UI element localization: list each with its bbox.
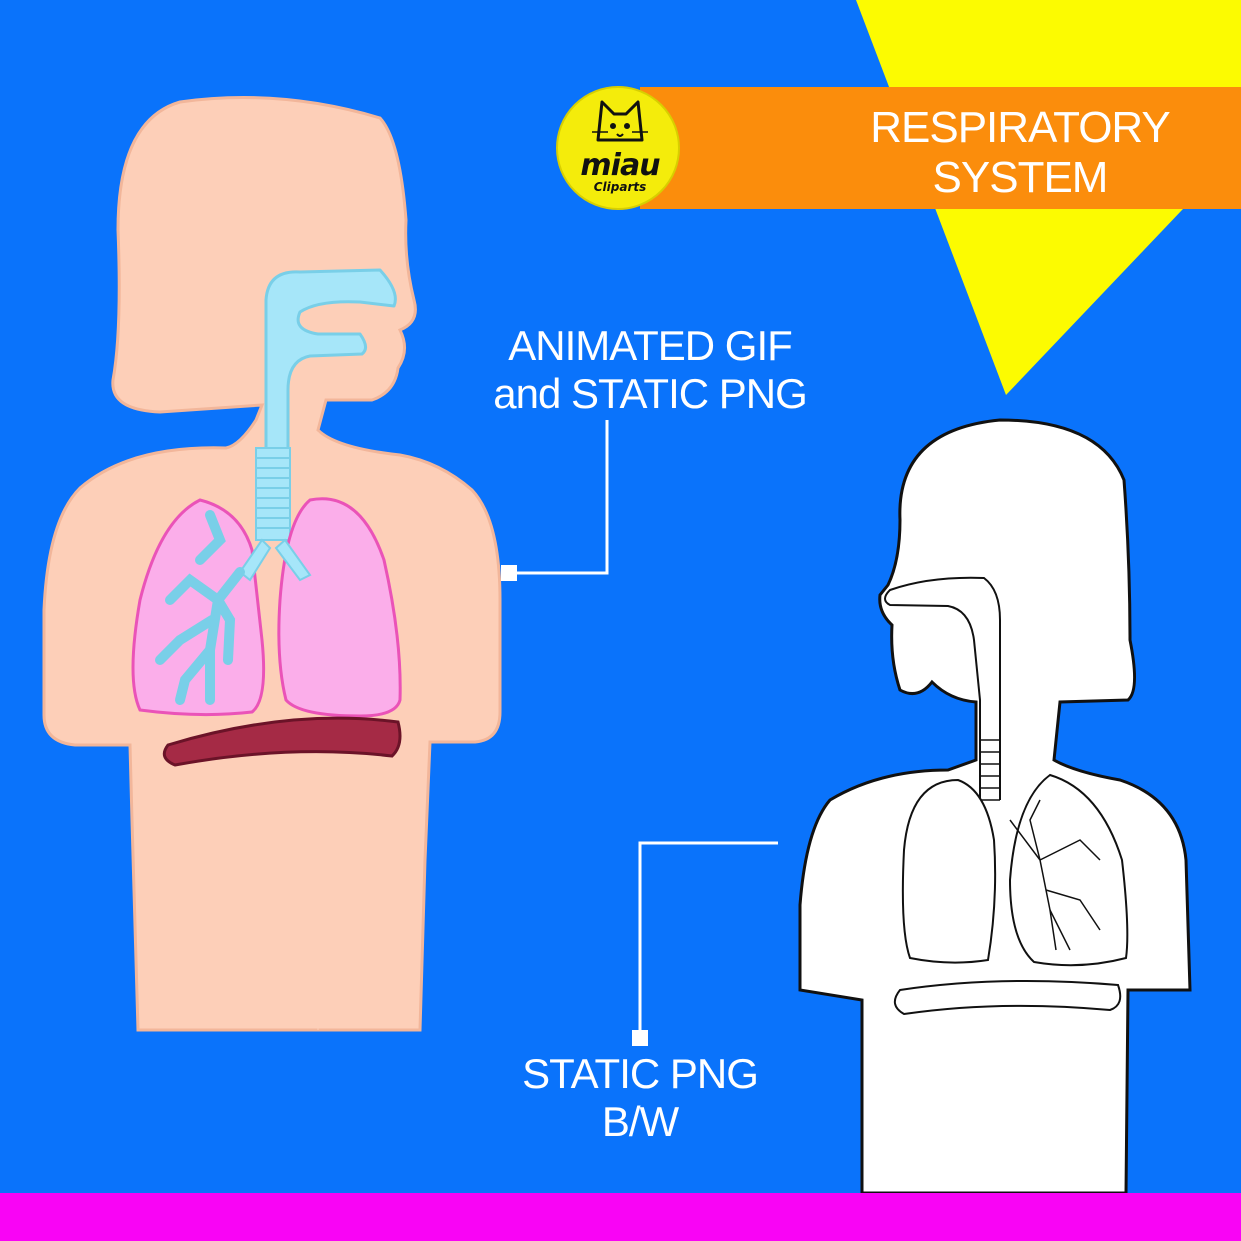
callout-2-line-2: B/W — [601, 1098, 679, 1145]
logo-subword: Cliparts — [593, 180, 647, 194]
bronchial-tree — [155, 510, 245, 705]
title-line-2: SYSTEM — [932, 153, 1109, 202]
title-banner — [640, 87, 1241, 209]
cat-face-icon — [592, 100, 648, 142]
page-title: RESPIRATORY SYSTEM — [830, 103, 1210, 203]
trachea-rings — [256, 457, 290, 529]
bottom-stripe — [0, 1193, 1241, 1241]
title-line-1: RESPIRATORY — [870, 103, 1171, 152]
callout-1-line-2: and STATIC PNG — [493, 370, 808, 417]
callout-1-line-1: ANIMATED GIF — [508, 322, 793, 369]
callout-2-line-1: STATIC PNG — [522, 1050, 759, 1097]
logo-word: miau — [580, 148, 660, 183]
bw-trachea-rings — [980, 739, 1000, 801]
callout-animated-gif: ANIMATED GIF and STATIC PNG — [440, 322, 860, 418]
callout-static-png: STATIC PNG B/W — [470, 1050, 810, 1146]
miau-cliparts-logo: miau Cliparts — [556, 86, 680, 210]
bw-bronchial-tree — [1009, 799, 1101, 951]
